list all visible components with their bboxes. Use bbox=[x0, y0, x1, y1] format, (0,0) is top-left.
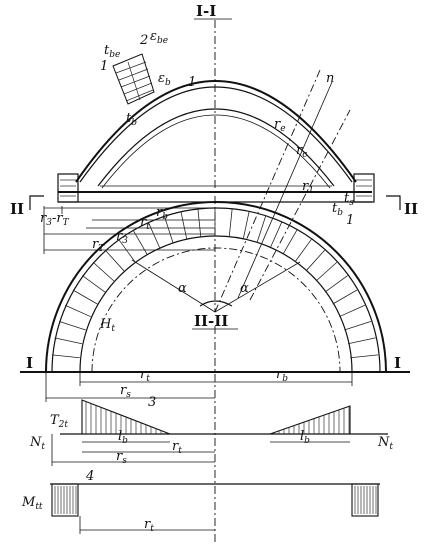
label-rb: rb bbox=[156, 205, 168, 222]
radial-block-divider bbox=[58, 320, 86, 331]
label-rt-bottom: rt bbox=[144, 517, 154, 534]
label-re: re bbox=[274, 117, 286, 134]
radial-block-divider bbox=[294, 239, 312, 263]
label-rb-plan: rb bbox=[276, 367, 288, 384]
radial-block-divider bbox=[180, 211, 188, 240]
arch-outer-layer bbox=[79, 86, 353, 183]
section-title-top: I-I bbox=[196, 2, 216, 20]
label-Ht: Ht bbox=[99, 317, 115, 334]
radius-line-r1 bbox=[249, 109, 351, 301]
radial-block-divider bbox=[256, 215, 267, 243]
radial-block-divider bbox=[228, 208, 233, 237]
radius-line-re bbox=[214, 69, 321, 313]
section-marker-right bbox=[386, 195, 401, 210]
radial-block-divider bbox=[350, 354, 379, 359]
plan-dashed-ring bbox=[91, 247, 341, 373]
label-Mtt: Mtt bbox=[21, 495, 43, 512]
plan-outer-ring bbox=[45, 201, 387, 373]
label-rs-plan: rs bbox=[120, 383, 131, 400]
section-1-1-elevation: I-I II II bbox=[10, 2, 418, 313]
label-n-right: n bbox=[326, 71, 334, 86]
label-T2t: T2t bbox=[50, 413, 68, 430]
radial-block-divider bbox=[82, 275, 106, 293]
label-3: 3 bbox=[148, 395, 156, 410]
mtt-block-left bbox=[51, 483, 79, 517]
marker-II-left: II bbox=[10, 200, 24, 218]
mtt-blocks-hatch bbox=[54, 486, 377, 514]
left-support bbox=[57, 173, 79, 203]
radial-block-divider bbox=[339, 304, 365, 318]
radial-block-divider bbox=[324, 275, 348, 293]
label-rt: rt bbox=[140, 215, 150, 232]
marker-II-right: II bbox=[404, 200, 418, 218]
label-alpha-left: α bbox=[178, 281, 187, 296]
label-tb-right: tb bbox=[332, 201, 343, 218]
marker-I-left: I bbox=[26, 354, 33, 372]
section-2-2-plan: II-II I I Ht rt rb rs bbox=[20, 201, 410, 544]
hatched-block-1-2 bbox=[112, 53, 155, 105]
radial-block-divider bbox=[92, 261, 115, 282]
label-1: 1 bbox=[100, 59, 108, 74]
radial-block-divider bbox=[344, 320, 372, 331]
radius-line-rc bbox=[237, 81, 333, 299]
label-ebe: εbe bbox=[150, 29, 168, 46]
plan-radial-blocks bbox=[51, 208, 379, 359]
label-lb-right: lb bbox=[300, 429, 310, 446]
arch-outer-surface bbox=[75, 80, 357, 183]
label-rt-plan: rt bbox=[140, 367, 150, 384]
radial-block-divider bbox=[147, 222, 161, 248]
label-r3: r3 bbox=[116, 229, 128, 246]
mtt-block-right bbox=[351, 483, 379, 517]
label-tbe: tbe bbox=[104, 43, 120, 60]
label-r1: r1 bbox=[302, 179, 314, 196]
radial-block-divider bbox=[65, 304, 91, 318]
radial-block-divider bbox=[282, 229, 298, 255]
radial-block-divider bbox=[269, 222, 283, 248]
section-marker-left bbox=[29, 195, 44, 210]
label-rs-force: rs bbox=[116, 449, 127, 466]
radial-block-divider bbox=[118, 239, 136, 263]
label-4: 4 bbox=[85, 469, 94, 484]
radial-block-divider bbox=[242, 211, 250, 240]
t2t-triangle-right-hatch bbox=[273, 406, 350, 434]
label-lb-left: lb bbox=[118, 429, 128, 446]
radial-block-divider bbox=[132, 229, 148, 255]
radial-line-left bbox=[131, 259, 216, 313]
label-tb-left: tb bbox=[126, 111, 137, 128]
radial-block-divider bbox=[163, 215, 174, 243]
radial-block-divider bbox=[315, 261, 338, 282]
radial-block-divider bbox=[347, 337, 376, 345]
label-alpha-right: α bbox=[240, 281, 249, 296]
radial-block-divider bbox=[72, 289, 98, 305]
label-rc: rc bbox=[296, 143, 307, 160]
plan-inner-ring bbox=[79, 235, 353, 373]
marker-I-right: I bbox=[394, 354, 401, 372]
label-2: 2 bbox=[139, 33, 148, 48]
label-rt-force: rt bbox=[172, 439, 182, 456]
label-1-axis: 1 bbox=[188, 75, 196, 90]
label-Nt-right: Nt bbox=[377, 435, 393, 452]
radial-block-divider bbox=[104, 249, 125, 272]
section-title-mid: II-II bbox=[194, 312, 228, 330]
t2t-triangle-right bbox=[269, 405, 351, 435]
radial-block-divider bbox=[305, 249, 326, 272]
label-r3-minus-rt: r3-rT bbox=[40, 211, 70, 228]
right-support bbox=[353, 173, 375, 203]
force-diagrams: 3 T2t Nt Nt lb lb rt rs 4 Mtt rt bbox=[21, 395, 393, 534]
label-rT: rT bbox=[92, 237, 105, 254]
radial-block-divider bbox=[54, 337, 83, 345]
radial-block-divider bbox=[51, 354, 80, 359]
plan-outer-ring-inner bbox=[51, 207, 381, 373]
alpha-arc bbox=[199, 300, 233, 307]
radial-block-divider bbox=[332, 289, 358, 305]
label-ts: ts bbox=[344, 191, 354, 208]
label-eb: εb bbox=[158, 71, 171, 88]
arch-inner-surface bbox=[97, 108, 335, 187]
label-1-right: 1 bbox=[346, 213, 354, 228]
radial-line-right bbox=[214, 261, 301, 313]
t2t-triangle-left-hatch bbox=[85, 401, 167, 434]
label-Nt-left: Nt bbox=[29, 435, 45, 452]
radial-block-divider bbox=[197, 208, 202, 237]
